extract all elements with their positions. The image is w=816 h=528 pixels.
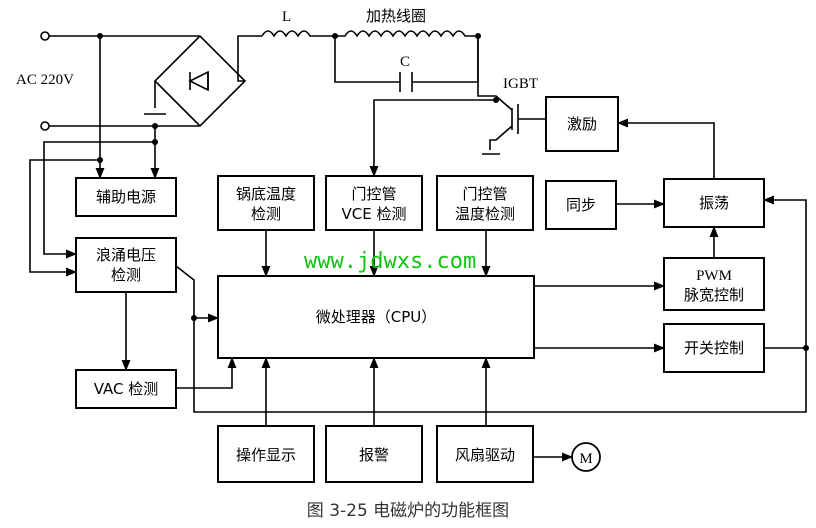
fan-box xyxy=(436,425,534,483)
motor-label: M xyxy=(579,451,592,467)
bridge-diode-icon xyxy=(188,70,209,92)
excite-box xyxy=(545,96,619,152)
excite-label: 激励 xyxy=(567,115,597,133)
ac-terminal-bottom xyxy=(40,121,50,131)
surge-detect-box xyxy=(75,237,177,293)
igbt-icon xyxy=(477,36,546,155)
oscillator-label: 振荡 xyxy=(699,194,729,212)
ac-input-wiring xyxy=(40,31,262,131)
display-box xyxy=(217,425,315,483)
sync-box xyxy=(545,180,617,230)
fan-label: 风扇驱动 xyxy=(455,446,515,464)
alarm-box xyxy=(325,425,423,483)
heating-coil-icon xyxy=(330,30,478,38)
vac-detect-box xyxy=(75,369,177,409)
gate-temp-label-2: 温度检测 xyxy=(455,205,515,223)
aux-power-box xyxy=(75,177,177,217)
ac-label: AC 220V xyxy=(16,72,74,88)
coil-label: 加热线圈 xyxy=(366,7,426,25)
pwm-box xyxy=(663,257,765,311)
pwm-label-1: PWM xyxy=(696,268,732,284)
surge-label-1: 浪涌电压 xyxy=(96,246,156,264)
inductor-icon xyxy=(261,30,330,38)
ac-terminal-top xyxy=(40,31,50,41)
display-label: 操作显示 xyxy=(236,446,296,464)
cpu-label: 微处理器（CPU） xyxy=(316,308,437,326)
igbt-label: IGBT xyxy=(503,76,538,92)
pot-temp-label-1: 锅底温度 xyxy=(236,185,296,203)
surge-label-2: 检测 xyxy=(111,266,141,284)
pwm-label-2: 脉宽控制 xyxy=(684,286,744,304)
pot-temp-box xyxy=(217,175,315,231)
gate-temp-label-1: 门控管 xyxy=(462,185,507,203)
cpu-box xyxy=(217,275,535,359)
capacitor-icon xyxy=(399,72,413,92)
sync-label: 同步 xyxy=(566,196,596,214)
vce-label-1: 门控管 xyxy=(351,185,396,203)
capacitor-label: C xyxy=(400,54,410,70)
switch-ctrl-label: 开关控制 xyxy=(684,339,744,357)
pot-temp-label-2: 检测 xyxy=(251,205,281,223)
aux-power-label: 辅助电源 xyxy=(96,188,156,206)
inductor-label: L xyxy=(282,9,291,25)
gate-temp-box xyxy=(436,175,534,231)
vac-label: VAC 检测 xyxy=(94,380,159,398)
switch-ctrl-box xyxy=(663,323,765,373)
watermark: www.jdwxs.com xyxy=(304,249,476,274)
figure-caption: 图 3-25 电磁炉的功能框图 xyxy=(307,501,509,521)
vce-label-2: VCE 检测 xyxy=(342,205,407,223)
alarm-label: 报警 xyxy=(359,446,389,464)
